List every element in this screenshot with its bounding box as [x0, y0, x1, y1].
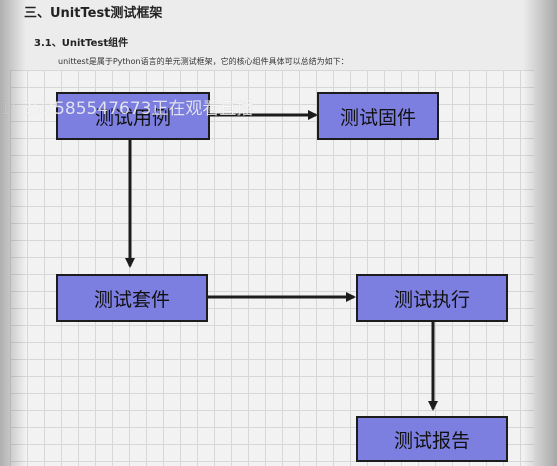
subsection-heading: 3.1、UnitTest组件	[34, 38, 129, 49]
node-test-fixture: 测试固件	[317, 92, 439, 140]
live-viewer-watermark: 15352585547673正在观看直播	[0, 99, 254, 119]
diagram-arrows	[125, 110, 438, 411]
node-test-report: 测试报告	[356, 416, 508, 462]
intro-paragraph: unittest是属于Python语言的单元测试框架，它的核心组件具体可以总结为…	[58, 57, 349, 66]
node-test-runner: 测试执行	[356, 274, 508, 322]
node-test-case: 测试用例	[56, 92, 210, 140]
section-heading: 三、UnitTest测试框架	[24, 6, 163, 21]
component-diagram: 测试用例 测试固件 测试套件 测试执行 测试报告	[10, 70, 534, 466]
node-test-suite: 测试套件	[56, 274, 208, 322]
